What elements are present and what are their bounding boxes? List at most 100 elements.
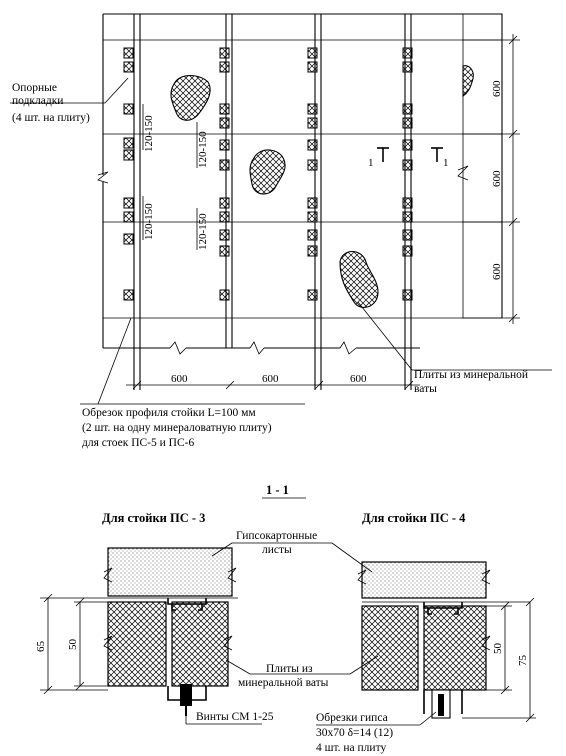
support-pad (219, 245, 230, 257)
mineral-wool-bottom-label-1: Плиты из (266, 663, 313, 675)
vertical-dimensions: 600 600 600 (462, 34, 520, 324)
support-pad (123, 61, 134, 73)
support-pad (219, 61, 230, 73)
support-pad (123, 47, 134, 59)
support-pad (402, 159, 413, 171)
support-pad (219, 289, 230, 301)
support-pad (219, 47, 230, 59)
panel-outline (102, 13, 503, 349)
mineral-wool-right-a (361, 605, 419, 691)
support-pad (219, 103, 230, 115)
support-pad (219, 211, 230, 223)
horiz-dim-3: 600 (350, 373, 367, 385)
horizontal-dimensions: 600 600 600 (126, 373, 420, 390)
support-pad (123, 137, 134, 149)
support-pad (123, 211, 134, 223)
mineral-wool-left-b (171, 601, 229, 687)
gypsum-board-left (107, 547, 233, 597)
detail-ps4: 50 75 Обрезки гипса 30х70 δ=14 (12) 4 шт… (316, 561, 536, 754)
studs (133, 14, 412, 390)
support-pad (219, 229, 230, 241)
support-pad (402, 103, 413, 115)
support-pad (402, 61, 413, 73)
dim-left-65: 65 (35, 641, 47, 653)
mineral-wool-top-label-1: Плиты из минеральной (414, 369, 528, 381)
support-pad (307, 103, 318, 115)
stud-profile-right (423, 602, 463, 615)
gypsum-sheets-label-2: листы (262, 544, 292, 556)
support-pad (123, 233, 134, 245)
support-pad (402, 289, 413, 301)
support-pads (123, 47, 413, 301)
support-pad (219, 117, 230, 129)
support-pad (307, 61, 318, 73)
section-marks: 1 1 (368, 147, 449, 169)
leader-mineral-wool-bottom: Плиты из минеральной ваты (225, 655, 379, 689)
break-mark-left (97, 171, 109, 184)
profile-cut-label-3: для стоек ПС-5 и ПС-6 (82, 437, 194, 449)
support-pad (402, 117, 413, 129)
mineral-wool-left-a (107, 601, 167, 687)
support-pad (123, 289, 134, 301)
break-mark-bottom-1 (169, 341, 187, 355)
for-ps3-title: Для стойки ПС - 3 (102, 511, 205, 525)
mineral-wool-blob-1 (170, 74, 211, 121)
support-pad (307, 47, 318, 59)
dim-right-75: 75 (517, 655, 529, 667)
break-mark-right (457, 165, 469, 181)
support-pads-label-2: подкладки (12, 95, 63, 107)
dim-right-50: 50 (492, 643, 504, 655)
horiz-dim-2: 600 (262, 373, 279, 385)
pad-gap-dim-4: 120-150 (197, 213, 209, 250)
profile-cut-label-2: (2 шт. на одну минераловатную плиту) (82, 422, 272, 434)
support-pad (402, 211, 413, 223)
support-pad (307, 229, 318, 241)
support-pad (402, 245, 413, 257)
gypsum-cuts-label-3: 4 шт. на плиту (316, 742, 386, 754)
gypsum-cuts-label-2: 30х70 δ=14 (12) (316, 727, 393, 739)
pad-gap-dim-1: 120-150 (143, 115, 155, 152)
support-pad (402, 139, 413, 151)
horiz-dim-1: 600 (171, 373, 188, 385)
gypsum-sheets-label-1: Гипсокартонные (236, 530, 317, 542)
support-pad (307, 211, 318, 223)
break-mark-bottom-2 (249, 341, 265, 355)
leader-mineral-wool-top: Плиты из минеральной ваты (357, 301, 552, 395)
section-view: 1 - 1 Для стойки ПС - 3 Для стойки ПС - … (35, 483, 536, 754)
detail-ps3: 65 50 Винты СМ 1-25 (35, 547, 274, 725)
mineral-wool-top-label-2: ваты (414, 383, 437, 395)
support-pad (123, 197, 134, 209)
gypsum-board-right (361, 561, 487, 599)
support-pad (123, 149, 134, 161)
support-pad (307, 159, 318, 171)
vert-dim-3: 600 (491, 263, 503, 280)
break-mark-bottom-3 (339, 341, 357, 355)
support-pad (402, 229, 413, 241)
support-pad (402, 47, 413, 59)
support-pad (307, 289, 318, 301)
plan-view: 1 1 120-150 120-150 120-150 120-150 600 … (10, 13, 552, 449)
for-ps4-title: Для стойки ПС - 4 (362, 511, 466, 525)
section-mark-left: 1 (368, 157, 374, 169)
pad-gap-dim-3: 120-150 (143, 203, 155, 240)
support-pad (307, 245, 318, 257)
mineral-wool-right-b (423, 605, 487, 691)
leader-support-pads: Опорные подкладки (4 шт. на плиту) (10, 77, 129, 124)
pad-gap-dim-2: 120-150 (197, 131, 209, 168)
support-pad (307, 139, 318, 151)
vert-dim-2: 600 (491, 170, 503, 187)
vert-dim-1: 600 (491, 80, 503, 97)
stud-profile-left (167, 598, 207, 611)
support-pads-label-1: Опорные (12, 82, 57, 94)
support-pad (307, 117, 318, 129)
support-pad (219, 159, 230, 171)
pad-gap-dimensions: 120-150 120-150 120-150 120-150 (142, 104, 209, 250)
leader-gypsum-sheets: Гипсокартонные листы (211, 530, 373, 573)
section-mark-right: 1 (443, 157, 449, 169)
support-pad (402, 197, 413, 209)
section-title: 1 - 1 (266, 483, 289, 497)
profile-cut-label-1: Обрезок профиля стойки L=100 мм (82, 407, 256, 419)
mineral-wool-blob-3 (339, 250, 379, 308)
support-pads-label-3: (4 шт. на плиту) (12, 112, 90, 124)
